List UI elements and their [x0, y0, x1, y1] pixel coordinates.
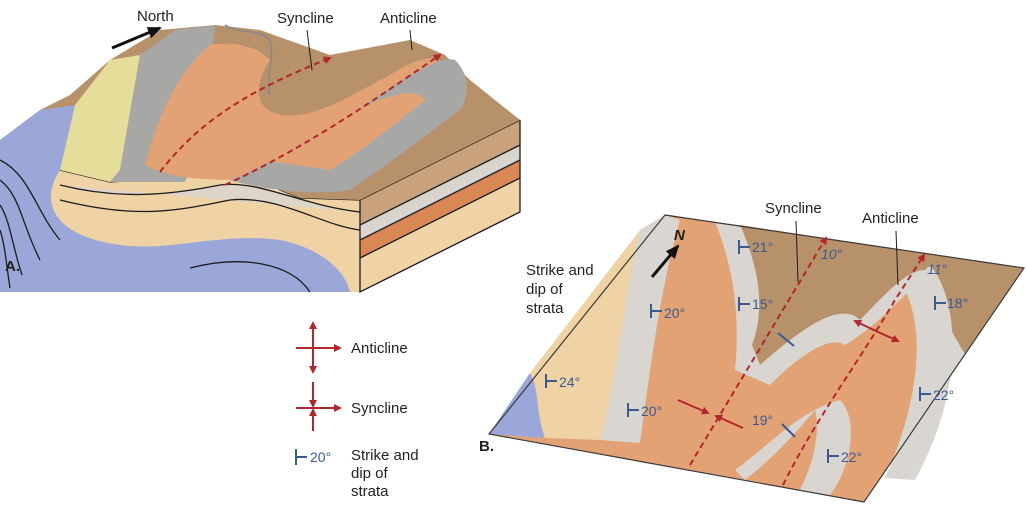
map-strike-line2: dip of	[526, 281, 564, 298]
syncline-axis-b	[689, 236, 828, 466]
dip-20-lower: 20°	[641, 403, 662, 419]
blue-unit	[489, 373, 545, 438]
grey-band-anticline	[885, 265, 953, 480]
syncline-label-a: Syncline	[277, 10, 334, 27]
legend-strike-line2: dip of	[351, 465, 389, 482]
dip-22-right: 22°	[933, 387, 954, 403]
grey-band-west	[600, 215, 680, 443]
anticline-axis-a	[224, 53, 442, 186]
anticline-axis-b	[782, 253, 926, 486]
map-view: N 21° 10° 11° 15° 18° 20° 24° 20° 22° 19…	[479, 200, 1026, 503]
map-strike-line3: strata	[526, 300, 564, 317]
legend-strike-line1: Strike and	[351, 447, 419, 464]
legend-strike-line3: strata	[351, 483, 389, 500]
dip-24: 24°	[559, 374, 580, 390]
dip-15: 15°	[752, 296, 773, 312]
dip-22-bottom: 22°	[841, 449, 862, 465]
strike-dip-symbol	[295, 449, 307, 465]
dip-20-upper: 20°	[664, 305, 685, 321]
legend-syncline-label: Syncline	[351, 400, 408, 417]
brown-unit	[740, 225, 1024, 365]
map-north-label: N	[674, 227, 686, 244]
map-north-arrow	[650, 244, 680, 278]
grey-band-inner	[735, 400, 851, 495]
syncline-label-b: Syncline	[765, 200, 822, 217]
anticline-label-b: Anticline	[862, 210, 919, 227]
dip-19: 19°	[752, 412, 773, 428]
north-label: North	[137, 8, 174, 25]
anticline-label-a: Anticline	[380, 10, 437, 27]
dip-10: 10°	[821, 246, 843, 262]
anticline-symbol	[296, 321, 342, 374]
legend-anticline-label: Anticline	[351, 340, 408, 357]
block-diagram: North Syncline Anticline A.	[0, 8, 521, 294]
cross-section-blue-layer	[0, 140, 350, 292]
panel-b-letter: B.	[479, 438, 494, 455]
map-strike-line1: Strike and	[526, 262, 594, 279]
map-outline	[487, 214, 1026, 503]
syncline-axis-a	[159, 56, 332, 173]
dip-21: 21°	[752, 239, 773, 255]
dip-18: 18°	[947, 295, 968, 311]
legend: Anticline Syncline 20° Strike and dip of…	[295, 321, 419, 500]
grey-band-syncline	[715, 222, 965, 385]
north-arrow	[111, 26, 162, 50]
tan-unit	[530, 230, 640, 440]
dip-11: 11°	[927, 261, 948, 277]
syncline-symbol	[296, 382, 342, 431]
panel-a-letter: A.	[5, 258, 20, 275]
legend-dip-value: 20°	[310, 449, 331, 465]
